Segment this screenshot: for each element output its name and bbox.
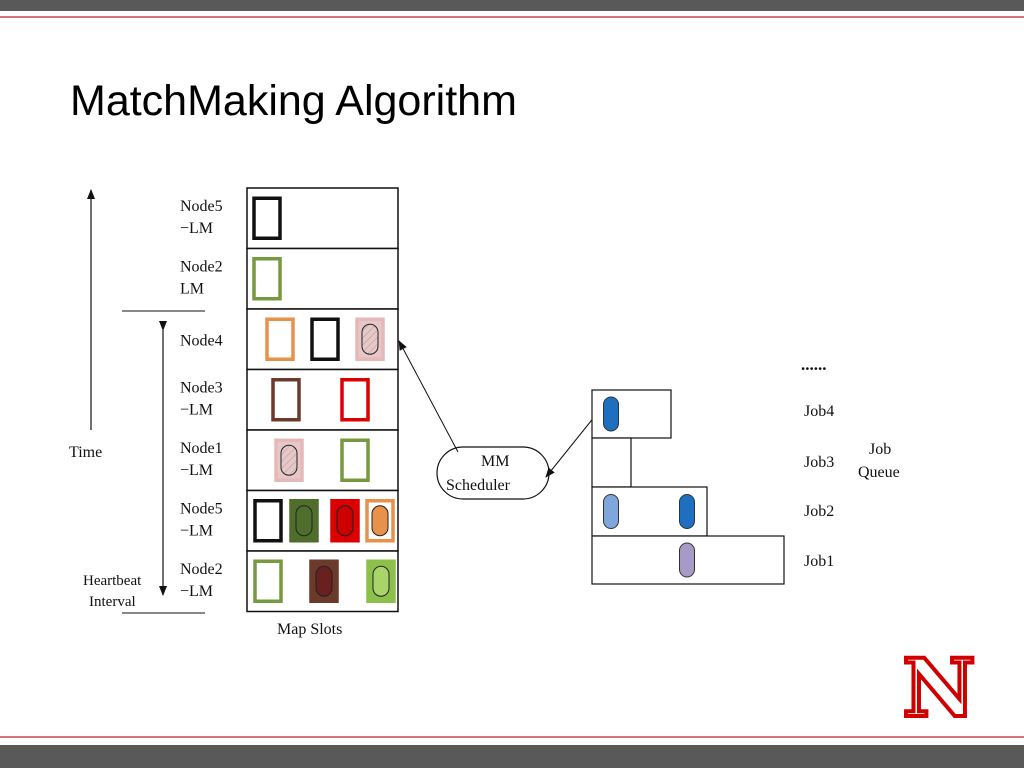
top-rule (0, 16, 1024, 18)
top-band (0, 0, 1024, 11)
task-pill (295, 505, 313, 537)
node-name-label: Node3 (180, 380, 223, 397)
node-name-label: LM (180, 281, 204, 298)
job-queue-label-line1: Job (869, 441, 891, 458)
map-slot-free (252, 196, 282, 240)
node-row (246, 429, 399, 492)
map-slot-occupied (366, 559, 396, 603)
map-slot-free (252, 257, 282, 301)
job-task-pill (679, 542, 695, 578)
time-label: Time (69, 444, 102, 461)
task-pill (315, 565, 333, 597)
node-name-label: −LM (180, 402, 213, 419)
map-slot-free (271, 378, 301, 422)
job-task-pill (603, 494, 619, 529)
job-queue-label-line2: Queue (858, 464, 900, 481)
node-name-label: −LM (180, 583, 213, 600)
bottom-rule (0, 736, 1024, 738)
mm-scheduler-label-line2: Scheduler (446, 477, 511, 494)
map-slot-occupied (365, 499, 395, 543)
node-name-label: −LM (180, 523, 213, 540)
slot-frame (252, 257, 282, 301)
node-name-label: Node1 (180, 440, 223, 457)
task-pill (372, 565, 390, 597)
slot-frame (340, 438, 370, 482)
map-slot-free (253, 499, 283, 543)
bottom-band (0, 745, 1024, 768)
map-slot-free (265, 317, 295, 361)
slot-frame (340, 378, 370, 422)
node-name-label: −LM (180, 220, 213, 237)
task-pill (336, 505, 354, 537)
job-label: Job1 (804, 553, 834, 570)
map-slot-free (340, 438, 370, 482)
node-name-label: Node5 (180, 501, 223, 518)
job4-to-scheduler-arrow (545, 415, 596, 478)
map-slot-free (310, 317, 340, 361)
logo-letter: N (902, 641, 975, 735)
scheduler-to-node4-arrow (398, 340, 459, 453)
job-task-pill (679, 494, 695, 529)
map-slot-occupied (289, 499, 319, 543)
job-queue-ellipsis: ...... (801, 355, 827, 374)
job-bar (591, 437, 632, 488)
job-label: Job3 (804, 454, 834, 471)
task-pill (280, 444, 298, 476)
node-name-label: Node2 (180, 561, 223, 578)
slot-frame (271, 378, 301, 422)
mm-scheduler-label-line1: MM (481, 453, 509, 470)
slot-frame (253, 499, 283, 543)
heartbeat-label-line2: Interval (89, 594, 136, 610)
task-pill (371, 505, 389, 537)
map-slot-occupied (274, 438, 304, 482)
map-slot-occupied (355, 317, 385, 361)
slot-frame (253, 559, 283, 603)
map-slots-label: Map Slots (277, 621, 342, 638)
map-slot-free (253, 559, 283, 603)
node-name-label: Node4 (180, 332, 223, 349)
slot-frame (252, 196, 282, 240)
node-name-label: Node2 (180, 259, 223, 276)
slot-frame (310, 317, 340, 361)
task-pill (361, 323, 379, 355)
map-slot-occupied (330, 499, 360, 543)
job-task-pill (603, 396, 619, 432)
node-row (246, 368, 399, 431)
node-name-label: Node5 (180, 198, 223, 215)
university-logo: N (900, 639, 977, 737)
job-label: Job2 (804, 503, 834, 520)
map-slot-free (340, 378, 370, 422)
map-slot-occupied (309, 559, 339, 603)
node-name-label: −LM (180, 462, 213, 479)
job-label: Job4 (804, 403, 834, 420)
slot-frame (265, 317, 295, 361)
heartbeat-label-line1: Heartbeat (83, 573, 142, 589)
node-rows: Node5−LMNode2LMNode4Node3−LMNode1−LMNode… (180, 187, 399, 613)
slide-title: MatchMaking Algorithm (70, 77, 517, 125)
